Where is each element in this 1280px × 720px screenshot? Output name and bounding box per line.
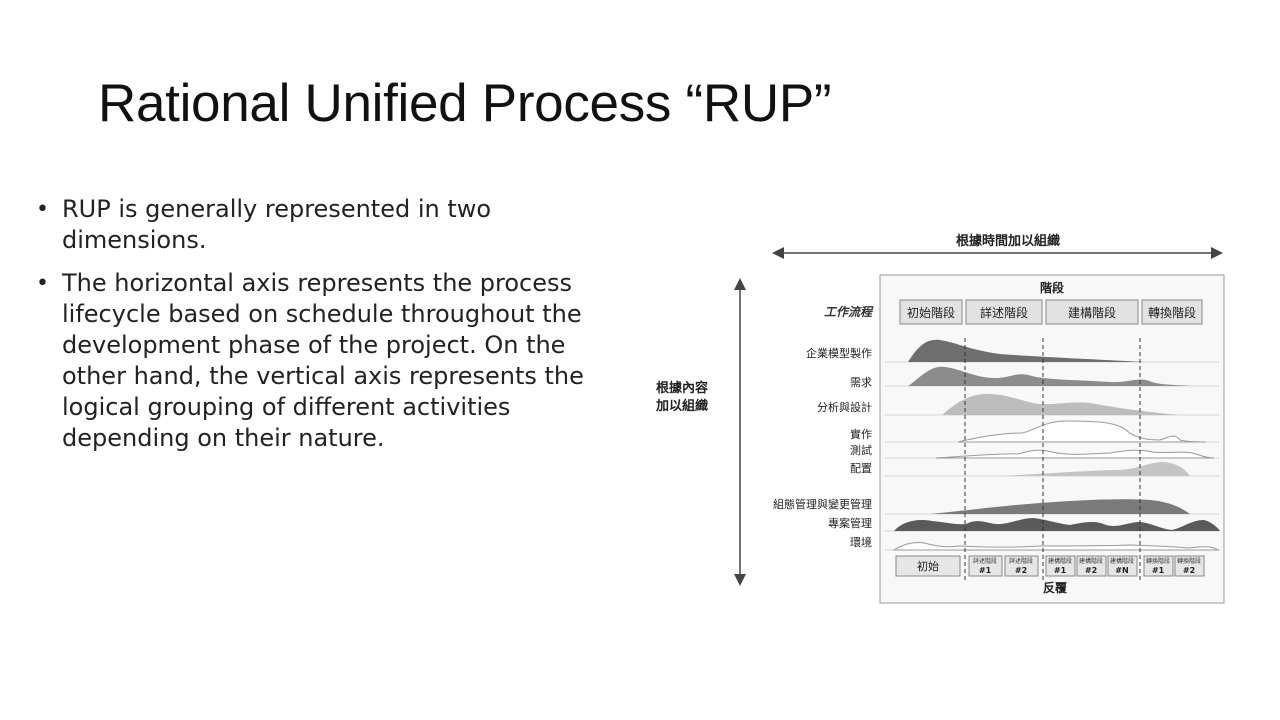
iteration-number: #1: [979, 566, 992, 575]
workflow-label: 企業模型製作: [806, 346, 872, 360]
iteration-phase: 詳述階段: [973, 557, 997, 565]
bullet-item: The horizontal axis represents the proce…: [36, 268, 636, 454]
workflow-label: 測試: [850, 443, 872, 457]
iteration-number: #1: [1054, 566, 1067, 575]
iteration-phase: 轉換階段: [1177, 557, 1201, 565]
iteration-number: #2: [1015, 566, 1027, 575]
phase-label: 初始階段: [907, 305, 955, 320]
workflow-label: 分析與設計: [817, 400, 872, 414]
workflow-label: 組態管理與變更管理: [773, 497, 872, 511]
phase-label: 詳述階段: [980, 305, 1028, 320]
iteration-phase: 建構階段: [1110, 557, 1134, 565]
curve-requirements: [908, 366, 1192, 386]
slide-title: Rational Unified Process “RUP”: [98, 74, 832, 133]
workflow-label: 需求: [850, 376, 872, 389]
rup-diagram-svg: 根據時間加以組織 根據內容 加以組織 階段 工作流程 初始階段 詳述階段 建構階…: [655, 231, 1225, 604]
content-axis-label-1: 根據內容: [656, 380, 708, 396]
time-axis-label: 根據時間加以組織: [956, 233, 1060, 249]
rup-diagram: 根據時間加以組織 根據內容 加以組織 階段 工作流程 初始階段 詳述階段 建構階…: [640, 228, 1240, 622]
workflow-label: 配置: [850, 462, 872, 475]
iteration-phase: 詳述階段: [1009, 557, 1033, 565]
workflow-label: 環境: [850, 535, 872, 549]
bullet-list: RUP is generally represented in two dime…: [36, 194, 636, 466]
iteration-phase: 轉換階段: [1146, 557, 1170, 565]
curve-deployment: [1000, 462, 1190, 476]
curve-implementation: [957, 420, 1207, 443]
phase-headers: 初始階段 詳述階段 建構階段 轉換階段: [899, 299, 1203, 325]
iteration-phase: 建構階段: [1048, 557, 1072, 565]
iteration-number: #N: [1115, 566, 1128, 575]
curve-config-change-mgmt: [930, 499, 1190, 514]
bullet-item: RUP is generally represented in two dime…: [36, 194, 636, 256]
arrow-left-head: [772, 247, 784, 259]
workflow-label: 專案管理: [828, 516, 872, 530]
curve-test: [935, 449, 1215, 459]
arrow-up-head: [734, 278, 746, 290]
curve-analysis-design: [942, 393, 1180, 415]
workflow-label: 實作: [850, 427, 872, 441]
curve-project-management: [894, 518, 1220, 531]
arrow-right-head: [1211, 247, 1223, 259]
effort-curves: [892, 339, 1220, 551]
phase-dividers: [964, 338, 1141, 580]
phase-label: 建構階段: [1068, 305, 1116, 320]
iteration-number: #1: [1152, 566, 1165, 575]
content-axis-label-2: 加以組織: [655, 398, 708, 414]
arrow-down-head: [734, 574, 746, 586]
curve-business-modeling: [908, 339, 1145, 362]
iteration-label: 初始: [917, 559, 939, 573]
iteration-number: #2: [1183, 566, 1195, 575]
iterations-label: 反覆: [1043, 580, 1068, 595]
phase-label: 轉換階段: [1148, 305, 1196, 320]
workflows-label: 工作流程: [824, 305, 874, 319]
iteration-phase: 建構階段: [1079, 557, 1103, 565]
phases-label: 階段: [1040, 280, 1065, 295]
curve-environment: [892, 542, 1220, 551]
iteration-number: #2: [1085, 566, 1097, 575]
iterations-row: 初始 詳述階段 詳述階段 建構階段 建構階段 建構階段 轉換階段 轉換階段 #1…: [895, 555, 1205, 595]
